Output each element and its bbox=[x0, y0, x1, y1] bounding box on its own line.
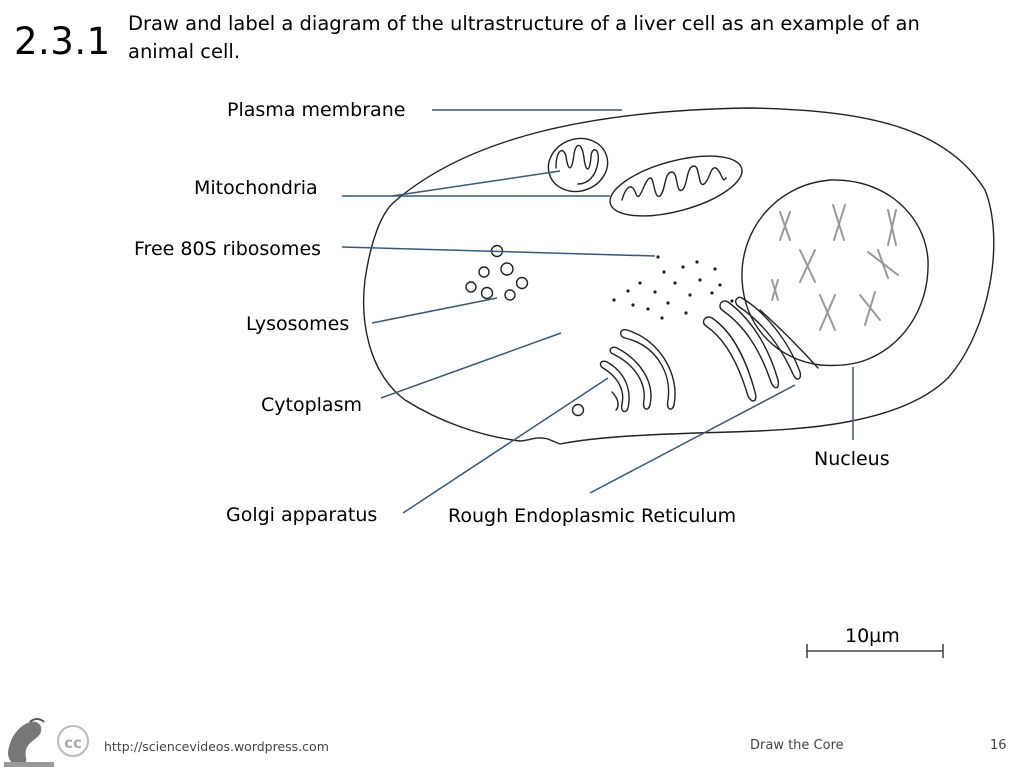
nucleus-outline bbox=[741, 179, 929, 367]
chromatin bbox=[771, 204, 899, 331]
free-ribosomes bbox=[612, 255, 734, 320]
lysosome-cluster bbox=[465, 244, 585, 417]
leader-lines bbox=[341, 109, 854, 514]
footer-course-title: Draw the Core bbox=[750, 738, 844, 753]
rough-er bbox=[702, 296, 819, 402]
lizard-logo bbox=[0, 712, 58, 768]
mitochondrion-small bbox=[547, 137, 609, 193]
label-rough-er: Rough Endoplasmic Reticulum bbox=[448, 505, 737, 527]
section-number: 2.3.1 bbox=[14, 20, 111, 63]
footer-page-number: 16 bbox=[990, 738, 1007, 753]
cc-license-icon: cc bbox=[57, 725, 89, 757]
footer-url-link[interactable]: http://sciencevideos.wordpress.com bbox=[104, 739, 329, 754]
label-golgi: Golgi apparatus bbox=[226, 504, 378, 526]
label-nucleus: Nucleus bbox=[814, 448, 890, 470]
label-lysosomes: Lysosomes bbox=[246, 313, 350, 335]
label-free-ribosomes: Free 80S ribosomes bbox=[134, 238, 322, 260]
slide-title: Draw and label a diagram of the ultrastr… bbox=[128, 12, 920, 63]
scale-bar bbox=[806, 644, 944, 658]
label-plasma-membrane: Plasma membrane bbox=[227, 99, 406, 121]
label-mitochondria: Mitochondria bbox=[194, 177, 318, 199]
golgi-apparatus bbox=[599, 328, 676, 413]
plasma-membrane-outline bbox=[362, 107, 995, 445]
label-cytoplasm: Cytoplasm bbox=[261, 394, 362, 416]
scale-bar-label: 10µm bbox=[845, 625, 900, 647]
mitochondrion-large bbox=[609, 155, 743, 217]
